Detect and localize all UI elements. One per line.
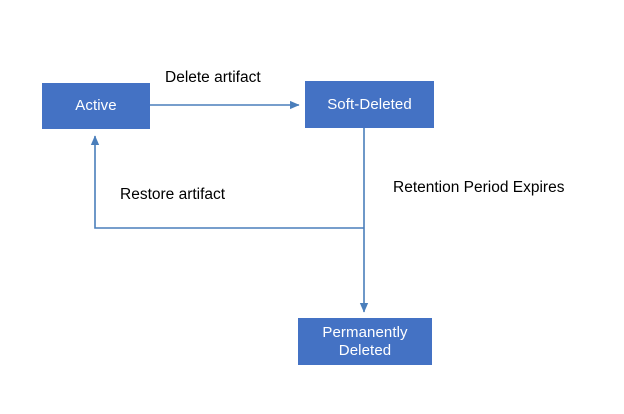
state-node-soft-deleted[interactable]: Soft-Deleted <box>305 81 434 128</box>
edge-label-delete-artifact: Delete artifact <box>165 69 261 86</box>
state-node-active[interactable]: Active <box>42 83 150 129</box>
edge-label-restore-artifact: Restore artifact <box>120 186 226 203</box>
edge-label-retention-expires: Retention Period Expires <box>393 179 565 196</box>
state-node-permanently-deleted[interactable]: Permanently Deleted <box>298 318 432 365</box>
edge-restore-artifact <box>90 135 364 229</box>
